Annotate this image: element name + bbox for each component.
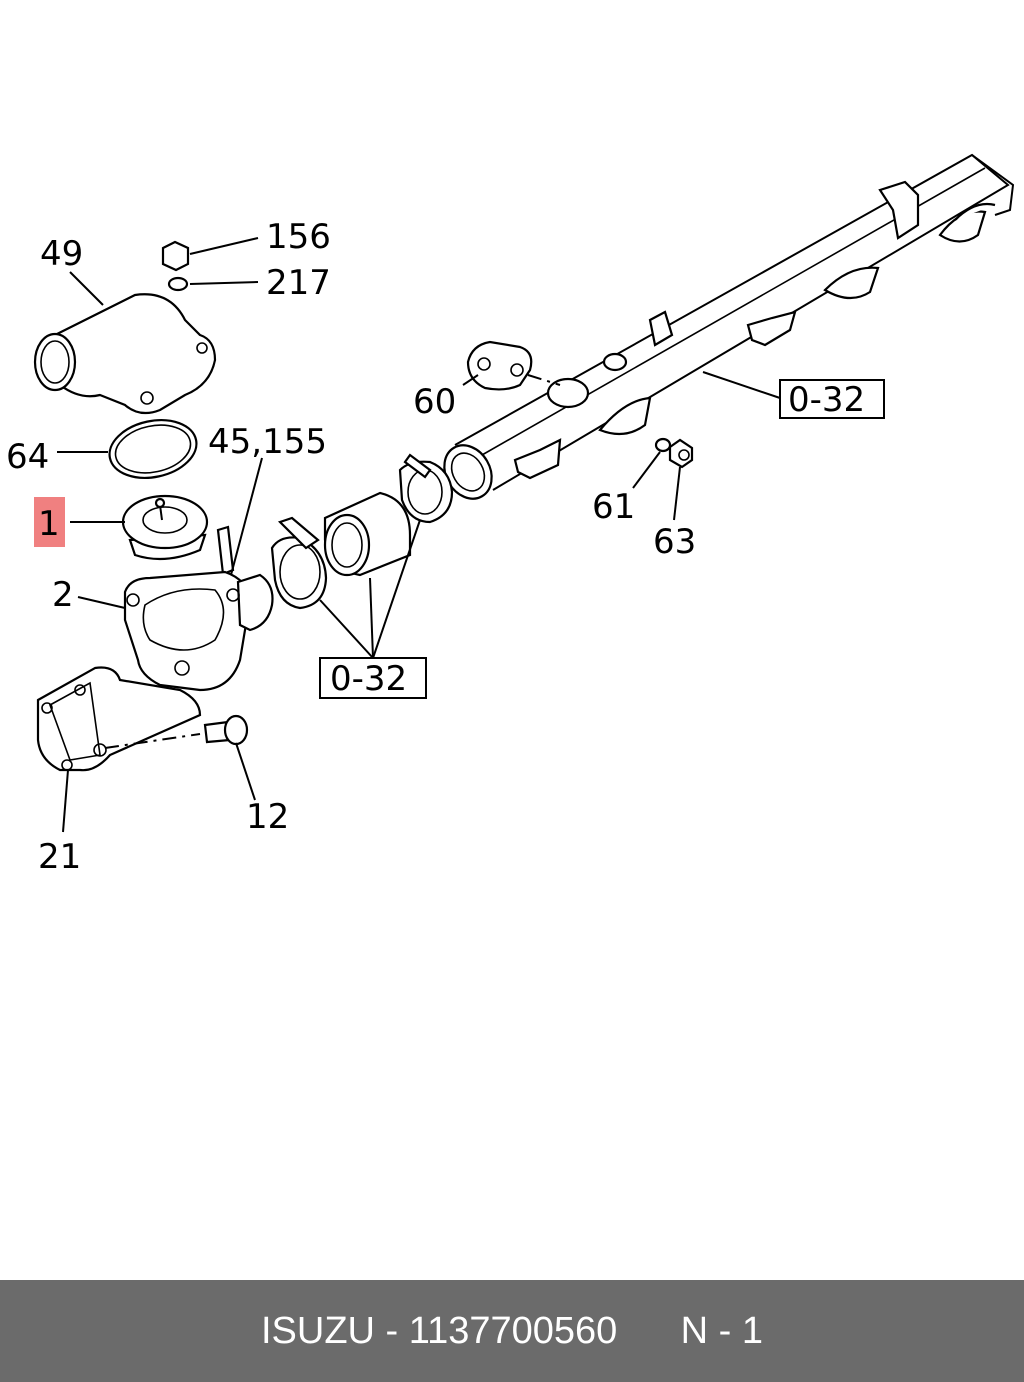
- callout-64: 64: [6, 437, 49, 477]
- part-49-outlet-housing: [33, 293, 217, 415]
- callout-49: 49: [40, 234, 83, 274]
- parts-diagram: 49 156 217 64 45,155 1 2 12 21 60 61 63 …: [6, 153, 1015, 877]
- footer-part-number: 1137700560: [408, 1309, 618, 1352]
- footer-position-label: N - 1: [680, 1309, 764, 1352]
- callout-12: 12: [246, 797, 289, 837]
- footer-bar: ISUZU - 1137700560 N - 1: [0, 1280, 1024, 1382]
- reference-box-lower: 0-32: [319, 657, 427, 699]
- leader-lines: [57, 237, 781, 833]
- part-60-gasket: [466, 340, 533, 391]
- callout-60: 60: [413, 382, 456, 422]
- water-pipe: [443, 153, 1015, 500]
- part-63-nut: [668, 438, 694, 469]
- callout-61: 61: [592, 487, 635, 527]
- callout-63: 63: [653, 522, 696, 562]
- callout-156: 156: [266, 217, 331, 257]
- reference-lower-label: 0-32: [330, 659, 407, 699]
- part-156-nut: [161, 240, 190, 272]
- part-2-thermostat-housing: [123, 570, 274, 692]
- highlight-box: [34, 497, 65, 547]
- reference-upper-label: 0-32: [788, 380, 865, 420]
- part-45-155-stud: [216, 525, 235, 576]
- part-64-gasket-ring: [108, 419, 198, 479]
- reference-box-upper: 0-32: [779, 379, 885, 420]
- footer-gap: [617, 1310, 680, 1353]
- part-217-washer: [167, 276, 189, 292]
- hose-and-clamps: [270, 453, 454, 610]
- part-12-bolt: [104, 714, 249, 749]
- part-1-thermostat: [121, 494, 209, 561]
- callout-45-155: 45,155: [208, 422, 327, 462]
- callout-2: 2: [52, 575, 74, 615]
- part-61-washer: [654, 437, 672, 453]
- callout-1-highlighted: 1: [38, 504, 60, 544]
- footer-brand: ISUZU: [260, 1309, 375, 1352]
- footer-separator: -: [374, 1309, 409, 1352]
- callout-21: 21: [38, 837, 81, 877]
- callout-217: 217: [266, 263, 331, 303]
